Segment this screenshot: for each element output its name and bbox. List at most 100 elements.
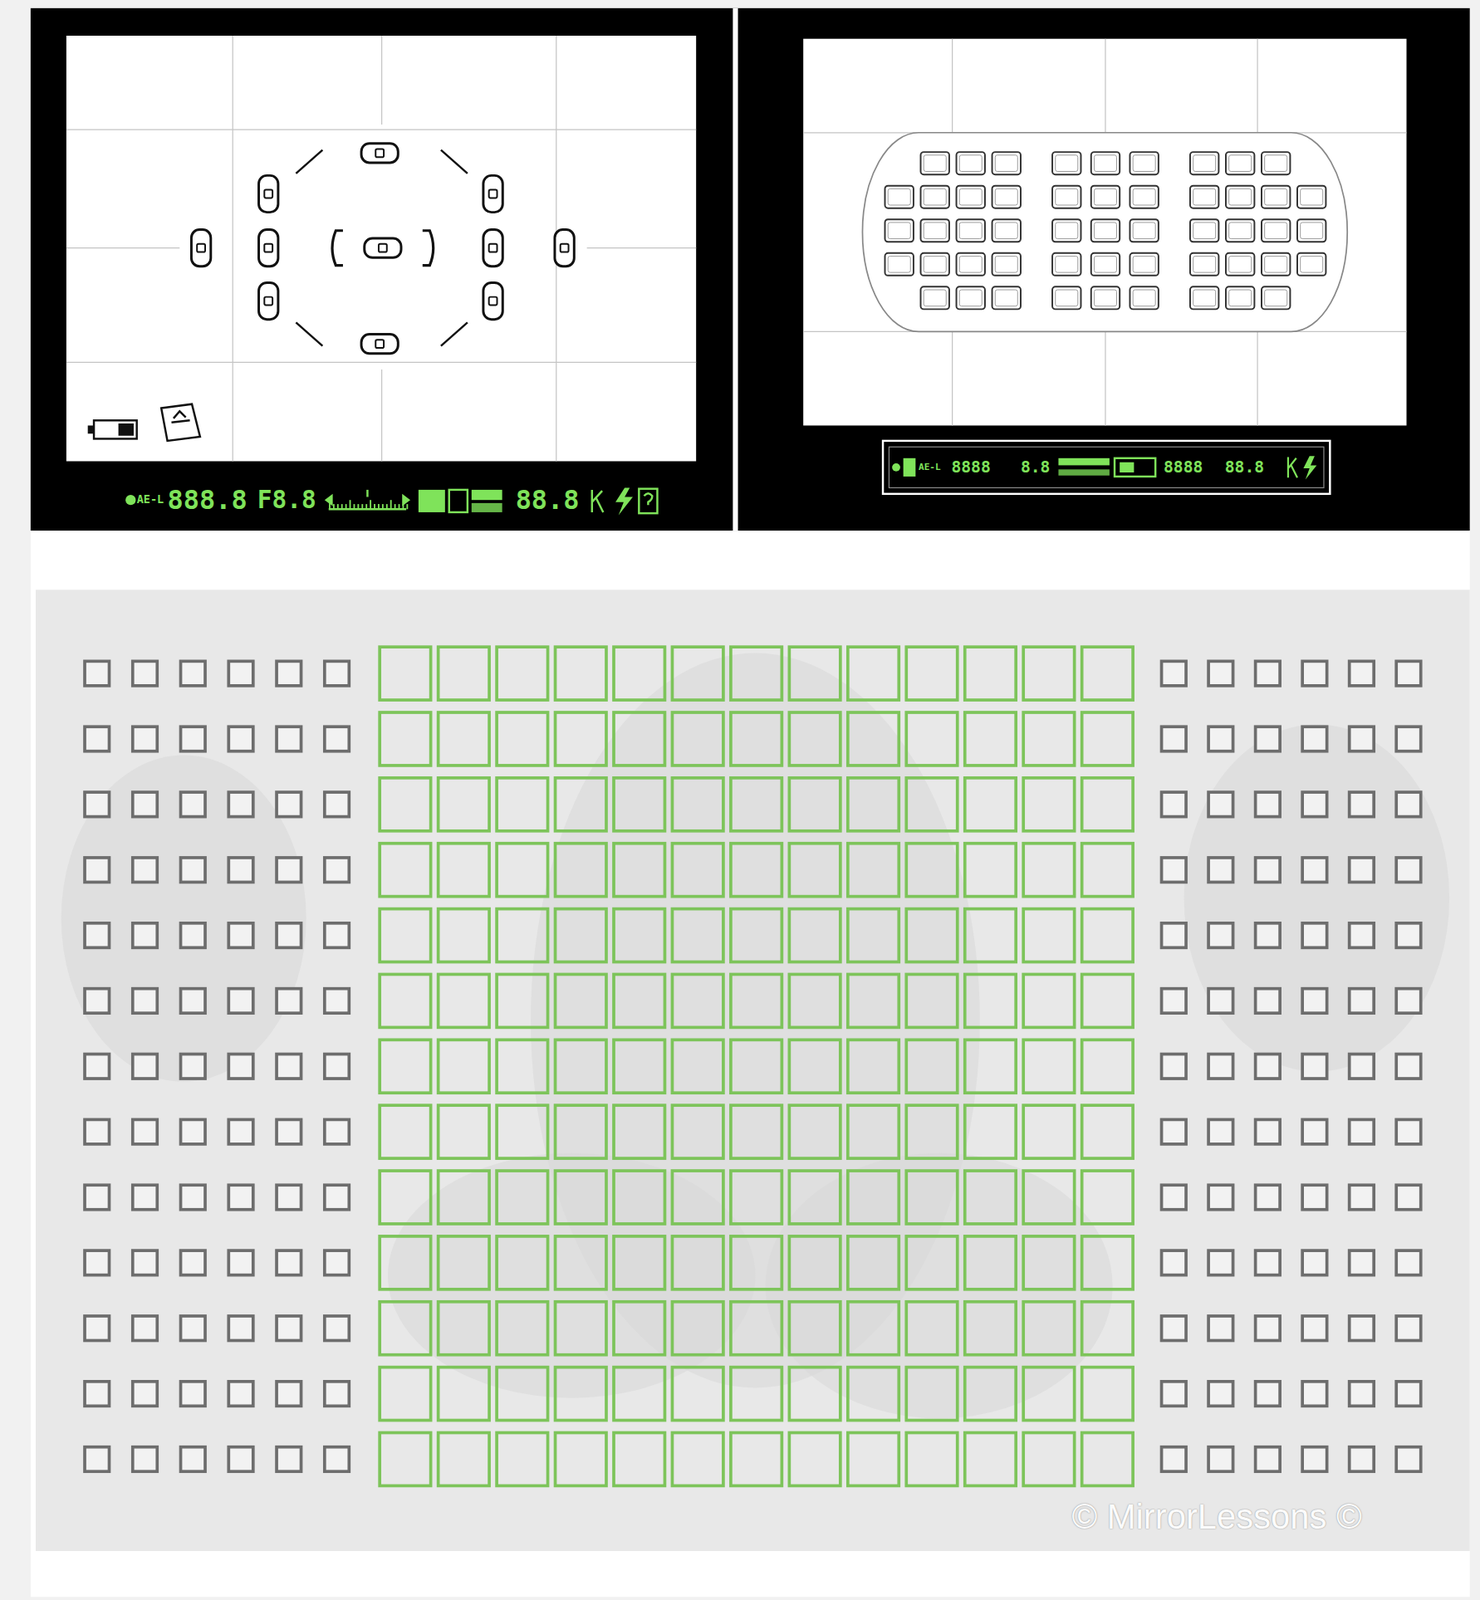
active-af-point	[379, 1367, 431, 1422]
inactive-af-point	[1396, 1381, 1421, 1407]
af-point	[1225, 219, 1255, 242]
inactive-af-point	[1302, 661, 1327, 686]
active-af-point	[671, 1302, 723, 1356]
inactive-af-point	[1208, 857, 1233, 883]
active-af-point	[789, 646, 840, 701]
active-af-point	[496, 778, 548, 832]
inactive-af-point	[1208, 1054, 1233, 1079]
active-af-point	[906, 843, 957, 897]
active-af-point	[847, 1039, 899, 1093]
af-point	[1052, 186, 1081, 209]
active-af-point	[555, 974, 607, 1028]
active-af-point	[1023, 1433, 1074, 1487]
inactive-af-point	[228, 857, 253, 883]
scale-tick	[353, 504, 356, 510]
active-af-point	[1023, 712, 1074, 766]
active-af-point	[438, 909, 490, 963]
inactive-af-point	[228, 989, 253, 1014]
inactive-af-point	[276, 1185, 301, 1210]
inactive-af-point	[1161, 1316, 1186, 1341]
active-af-point	[671, 712, 723, 766]
active-af-point	[1023, 1039, 1074, 1093]
af-point	[921, 151, 950, 175]
af-point	[1297, 219, 1326, 242]
area-arc	[441, 150, 468, 174]
active-af-point	[1082, 646, 1133, 701]
inactive-af-point	[1161, 1185, 1186, 1210]
active-af-point	[1023, 1302, 1074, 1356]
active-af-point	[1023, 778, 1074, 832]
inactive-af-point	[1349, 792, 1374, 817]
inactive-af-point	[1396, 989, 1421, 1014]
active-af-point	[496, 1171, 548, 1225]
inactive-af-point	[1255, 857, 1280, 883]
af-point-center	[264, 190, 273, 199]
active-af-point	[1023, 1236, 1074, 1290]
af-point	[992, 186, 1021, 209]
inactive-af-point	[324, 1054, 349, 1079]
inactive-af-point	[181, 1185, 206, 1210]
inactive-af-point	[324, 792, 349, 817]
grid-line	[66, 362, 696, 363]
af-point	[1129, 219, 1158, 242]
scale-tick	[361, 504, 363, 510]
inactive-af-point	[132, 1316, 157, 1341]
af-point	[1261, 286, 1290, 309]
af-point	[1091, 186, 1120, 209]
active-af-point	[555, 909, 607, 963]
active-af-point	[1023, 1171, 1074, 1225]
inactive-af-point	[228, 1119, 253, 1144]
photo-shape	[61, 754, 307, 1082]
lcd-readout: 88.8	[515, 487, 580, 515]
help-icon	[638, 489, 657, 514]
inactive-af-point	[1396, 1054, 1421, 1079]
scale-tick	[333, 504, 335, 510]
inactive-af-point	[1302, 989, 1327, 1014]
inactive-af-point	[1161, 1054, 1186, 1079]
inactive-af-point	[228, 1185, 253, 1210]
inactive-af-point	[1208, 1316, 1233, 1341]
af-point	[1052, 151, 1081, 175]
inactive-af-point	[276, 1381, 301, 1407]
af-point-inner	[1229, 289, 1252, 307]
inactive-af-point	[1255, 1381, 1280, 1407]
active-af-point	[730, 843, 782, 897]
active-af-point	[1023, 1367, 1074, 1422]
active-af-point	[555, 646, 607, 701]
inactive-af-point	[1396, 1185, 1421, 1210]
af-point-center	[264, 297, 273, 306]
af-point-inner	[1229, 188, 1252, 206]
active-af-point	[1023, 646, 1074, 701]
inactive-af-point	[1255, 1185, 1280, 1210]
inactive-af-point	[1161, 1119, 1186, 1144]
active-af-point	[906, 974, 957, 1028]
af-point-inner	[1229, 255, 1252, 273]
inactive-af-point	[1396, 726, 1421, 751]
active-af-point	[1023, 843, 1074, 897]
active-af-point	[671, 646, 723, 701]
active-af-point	[555, 1433, 607, 1487]
active-af-point	[906, 1171, 957, 1225]
inactive-af-point	[1208, 726, 1233, 751]
scale-arrow	[324, 494, 411, 507]
inactive-af-point	[1302, 1381, 1327, 1407]
active-af-point	[379, 1105, 431, 1159]
af-point-inner	[1093, 188, 1117, 206]
af-point	[1225, 186, 1255, 209]
af-point-inner	[959, 289, 982, 307]
af-point	[1190, 253, 1219, 276]
active-af-point	[1023, 974, 1074, 1028]
inactive-af-point	[228, 1316, 253, 1341]
grid-line	[66, 128, 696, 130]
inactive-af-point	[1208, 1185, 1233, 1210]
inactive-af-point	[1208, 1250, 1233, 1275]
lcd-icon	[1114, 458, 1156, 477]
inactive-af-point	[132, 1054, 157, 1079]
lcd-icon	[449, 490, 468, 513]
inactive-af-point	[1349, 857, 1374, 883]
inactive-af-point	[1349, 923, 1374, 948]
inactive-af-point	[1349, 1381, 1374, 1407]
inactive-af-point	[1302, 923, 1327, 948]
af-point-inner	[1264, 188, 1288, 206]
